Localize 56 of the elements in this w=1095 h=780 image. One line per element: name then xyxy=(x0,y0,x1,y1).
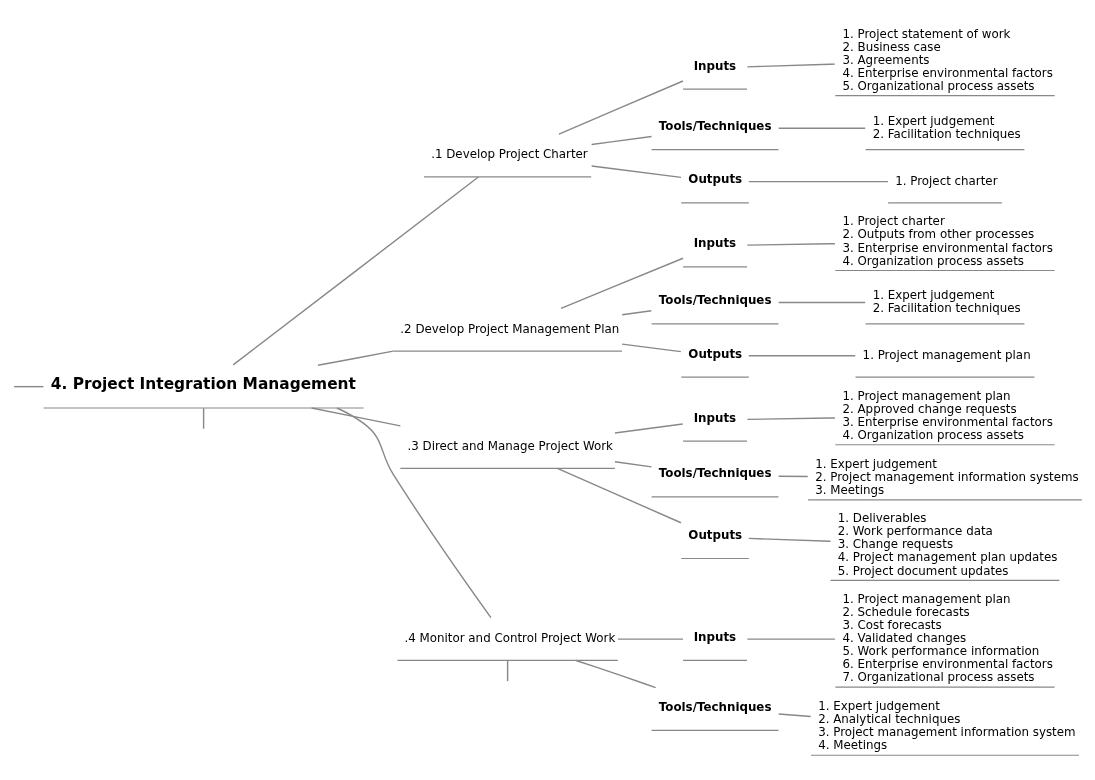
connector xyxy=(748,180,889,182)
node-text: 4. Project Integration Management xyxy=(50,374,356,393)
node-text: Inputs xyxy=(693,235,737,250)
node-text: .1 Develop Project Charter xyxy=(431,146,588,161)
node-text: .4 Monitor and Control Project Work xyxy=(404,630,616,645)
connector xyxy=(746,637,836,640)
connector xyxy=(575,659,657,688)
connector xyxy=(336,406,492,618)
node-text: Inputs xyxy=(693,410,737,425)
connector xyxy=(202,407,205,429)
node-text: Tools/Techniques xyxy=(658,292,772,307)
node-text: 1. Expert judgement 2. Facilitation techniques xyxy=(872,287,1021,315)
connector xyxy=(614,460,653,468)
connector xyxy=(746,62,836,68)
connector xyxy=(621,342,682,352)
node-text: Tools/Techniques xyxy=(658,699,772,714)
node-text: 1. Project statement of work 2. Business case 3. Agreements 4. Enterprise environmental factors 5. Organizational process assets xyxy=(842,26,1053,93)
connector xyxy=(506,659,509,682)
node-text: 1. Expert judgement 2. Analytical techniques 3. Project management information system 4. Meetings xyxy=(818,698,1076,752)
connector xyxy=(560,257,684,309)
node-text: 1. Deliverables 2. Work performance data 3. Change requests 4. Project management plan updates 5. Project document updates xyxy=(837,510,1058,578)
node-text: Tools/Techniques xyxy=(658,465,772,480)
node-text: Inputs xyxy=(693,629,737,644)
node-text: Inputs xyxy=(693,58,737,73)
connector xyxy=(746,242,836,246)
connector xyxy=(748,354,856,357)
connector xyxy=(558,79,684,135)
node-text: 1. Project management plan 2. Schedule forecasts 3. Cost forecasts 4. Validated changes 5. Work performance information 6. Enterprise environmental factors 7. Organizational process assets xyxy=(842,591,1053,684)
node-text: 1. Expert judgement 2. Facilitation techniques xyxy=(872,113,1021,141)
connector xyxy=(317,349,394,366)
node-text: 1. Expert judgement 2. Project management information systems 3. Meetings xyxy=(815,456,1079,497)
connector xyxy=(590,135,653,145)
node-text: 1. Project charter xyxy=(895,173,998,188)
connector xyxy=(778,712,812,717)
node-text: Outputs xyxy=(688,527,743,542)
connector xyxy=(310,406,402,427)
connector xyxy=(621,309,653,315)
connector xyxy=(746,416,836,420)
connector xyxy=(778,127,866,129)
node-text: Outputs xyxy=(688,171,743,186)
connector xyxy=(614,422,684,434)
connector xyxy=(778,475,809,477)
connector xyxy=(556,467,682,523)
node-text: Tools/Techniques xyxy=(658,118,772,133)
connector xyxy=(748,537,832,542)
connector xyxy=(13,385,45,387)
connector xyxy=(232,175,480,366)
connector xyxy=(590,164,682,178)
node-text: 1. Project management plan 2. Approved change requests 3. Enterprise environmental factors 4. Organization process assets xyxy=(842,388,1053,442)
node-text: Outputs xyxy=(688,346,743,361)
node-text: .2 Develop Project Management Plan xyxy=(400,321,620,336)
connector xyxy=(778,301,866,303)
connector xyxy=(617,637,684,640)
node-text: 1. Project management plan xyxy=(862,347,1031,362)
node-text: 1. Project charter 2. Outputs from other processes 3. Enterprise environmental factors 4. Organization process assets xyxy=(842,213,1053,268)
node-text: .3 Direct and Manage Project Work xyxy=(407,438,613,453)
